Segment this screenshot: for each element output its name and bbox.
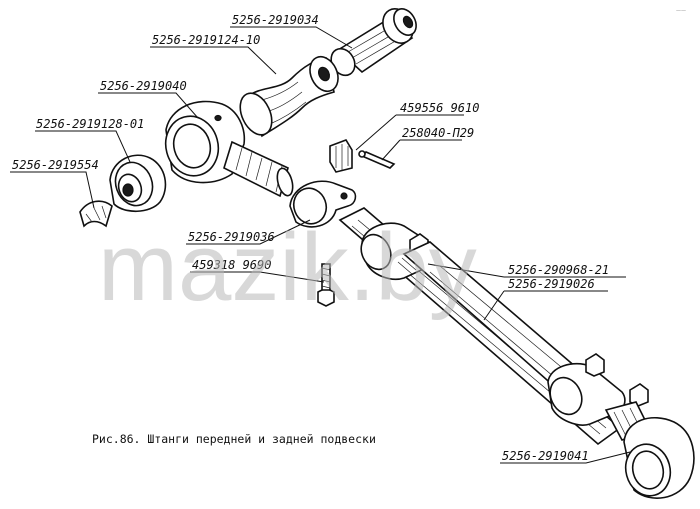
- label-459318-9690: 459318 9690: [192, 258, 271, 272]
- end-cap-tube: [330, 8, 417, 77]
- label-5256-290968-21: 5256-290968-21: [508, 263, 609, 277]
- watermark: mazik.by: [98, 214, 477, 321]
- label-5256-2919041: 5256-2919041: [502, 449, 589, 463]
- cotter-pin: [358, 150, 396, 169]
- label-5256-2919034: 5256-2919034: [232, 13, 319, 27]
- castle-nut: [329, 139, 353, 173]
- half-liner: [79, 200, 113, 228]
- label-258040-p29: 258040-П29: [402, 126, 474, 140]
- label-459556-9610: 459556 9610: [400, 101, 479, 115]
- label-5256-2919026: 5256-2919026: [508, 277, 595, 291]
- label-5256-2919040: 5256-2919040: [100, 79, 187, 93]
- end-eye: [623, 417, 695, 499]
- leader-lines: [10, 26, 631, 464]
- corner-mark: ——: [676, 8, 686, 14]
- ball-insert: [109, 154, 167, 213]
- label-5256-2919554: 5256-2919554: [12, 158, 99, 172]
- ball-joint-head: [164, 100, 294, 198]
- figure-caption: Рис.86. Штанги передней и задней подвеск…: [92, 432, 376, 446]
- label-5256-2919124-10: 5256-2919124-10: [152, 33, 260, 47]
- label-5256-2919036: 5256-2919036: [188, 230, 275, 244]
- clamp-bolt: [317, 263, 335, 307]
- part-labels: 5256-2919034 5256-2919124-10 5256-291904…: [12, 13, 609, 463]
- clamp-collar: [289, 180, 357, 228]
- main-rod: [338, 207, 652, 446]
- label-5256-2919128-01: 5256-2919128-01: [36, 117, 144, 131]
- rubber-bushing: [239, 55, 339, 138]
